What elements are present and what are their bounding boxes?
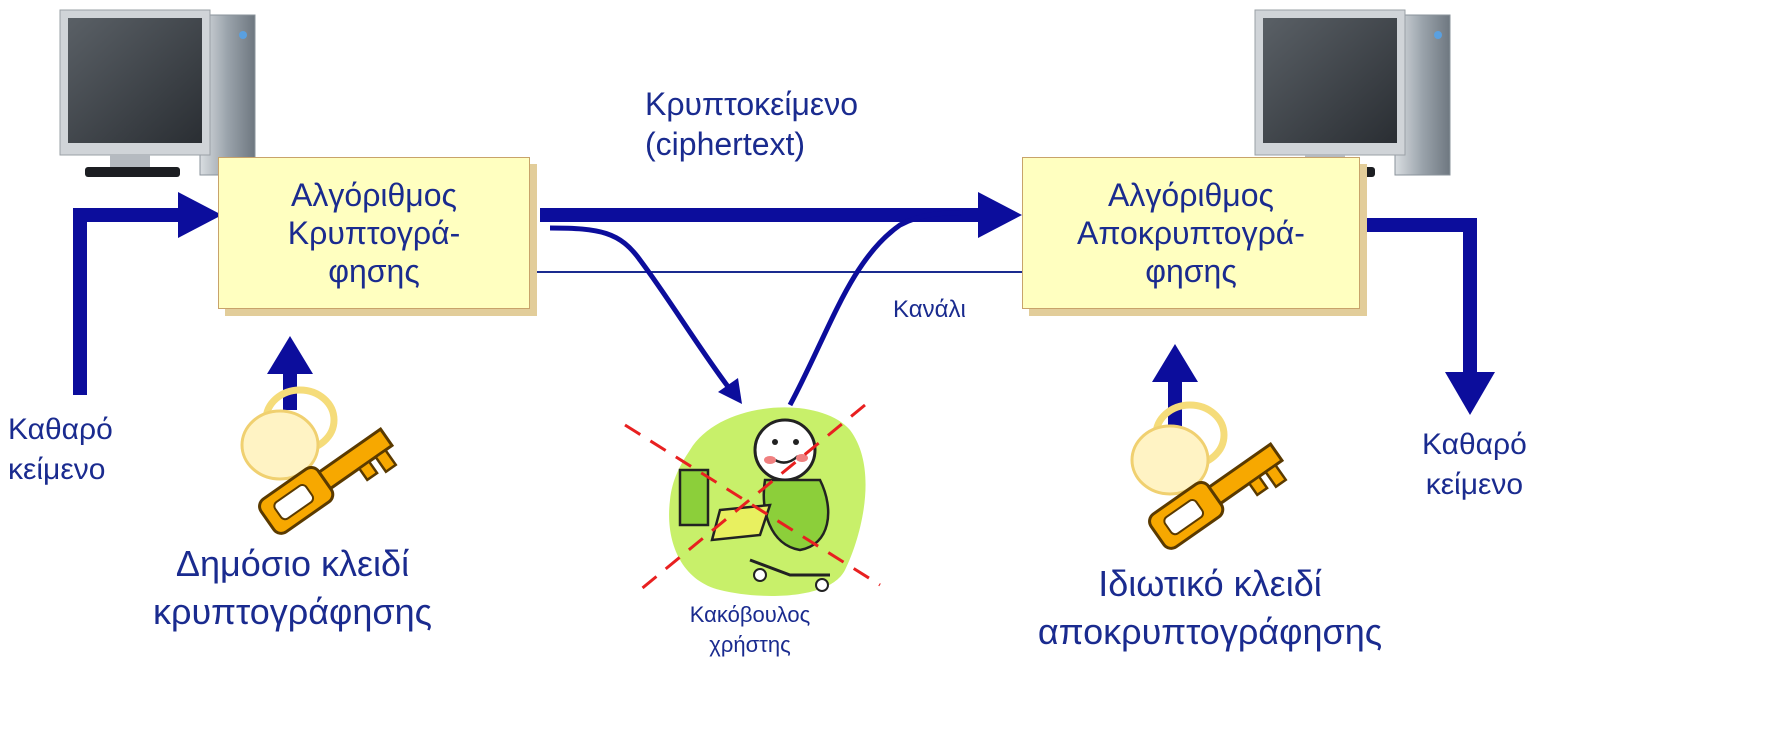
private-key-line-2: αποκρυπτογράφησης bbox=[1037, 611, 1383, 652]
decryption-algorithm-box: Αλγόριθμος Αποκρυπτογρά- φησης bbox=[1022, 157, 1360, 309]
plaintext-input-arrowhead bbox=[178, 192, 222, 238]
intercept-curve bbox=[549, 225, 734, 394]
ciphertext-arrowhead bbox=[978, 192, 1022, 238]
encrypt-line-1: Αλγόριθμος bbox=[291, 177, 457, 213]
ciphertext-label: Κρυπτοκείμενο (ciphertext) bbox=[645, 84, 858, 164]
encrypt-line-2: Κρυπτογρά- bbox=[287, 215, 461, 251]
channel-label: Κανάλι bbox=[893, 296, 966, 323]
plaintext-input-arrow bbox=[73, 208, 180, 395]
intercept-arrowhead bbox=[718, 378, 742, 404]
public-key-arrowhead bbox=[267, 336, 313, 374]
attacker-icon bbox=[669, 407, 866, 596]
decrypt-line-2: Αποκρυπτογρά- bbox=[1077, 215, 1305, 251]
private-key-label: Ιδιωτικό κλειδί αποκρυπτογράφησης bbox=[1000, 560, 1420, 656]
right-computer-icon bbox=[1254, 4, 1471, 181]
ciphertext-line-1: Κρυπτοκείμενο bbox=[645, 86, 858, 122]
public-key-label: Δημόσιο κλειδί κρυπτογράφησης bbox=[120, 540, 465, 636]
plaintext-right-label: Καθαρό κείμενο bbox=[1422, 425, 1527, 505]
plaintext-left-line-2: κείμενο bbox=[8, 453, 106, 486]
attacker-line-1: Κακόβουλος bbox=[689, 602, 811, 627]
plaintext-output-arrowhead bbox=[1445, 372, 1495, 415]
attacker-cross-line bbox=[639, 403, 866, 592]
plaintext-left-line-1: Καθαρό bbox=[8, 413, 113, 446]
public-key-icon bbox=[242, 390, 402, 543]
plaintext-right-line-1: Καθαρό bbox=[1422, 428, 1527, 461]
attacker-cross-line bbox=[624, 423, 881, 587]
plaintext-output-arrow bbox=[1360, 218, 1477, 375]
ciphertext-line-2: (ciphertext) bbox=[645, 126, 806, 162]
decrypt-line-1: Αλγόριθμος bbox=[1108, 177, 1274, 213]
private-key-arrowhead bbox=[1152, 344, 1198, 382]
private-key-icon bbox=[1132, 405, 1292, 558]
encrypt-line-3: φησης bbox=[328, 253, 420, 289]
attacker-label: Κακόβουλος χρήστης bbox=[650, 600, 850, 660]
private-key-line-1: Ιδιωτικό κλειδί bbox=[1098, 563, 1322, 604]
public-key-line-2: κρυπτογράφησης bbox=[153, 591, 432, 632]
public-key-line-1: Δημόσιο κλειδί bbox=[175, 543, 410, 584]
decrypt-line-3: φησης bbox=[1145, 253, 1237, 289]
attacker-line-2: χρήστης bbox=[709, 632, 791, 657]
left-computer-icon bbox=[59, 4, 276, 181]
inject-curve bbox=[787, 210, 969, 407]
plaintext-left-label: Καθαρό κείμενο bbox=[8, 410, 113, 490]
plaintext-right-line-2: κείμενο bbox=[1425, 468, 1524, 501]
encryption-algorithm-box: Αλγόριθμος Κρυπτογρά- φησης bbox=[218, 157, 530, 309]
